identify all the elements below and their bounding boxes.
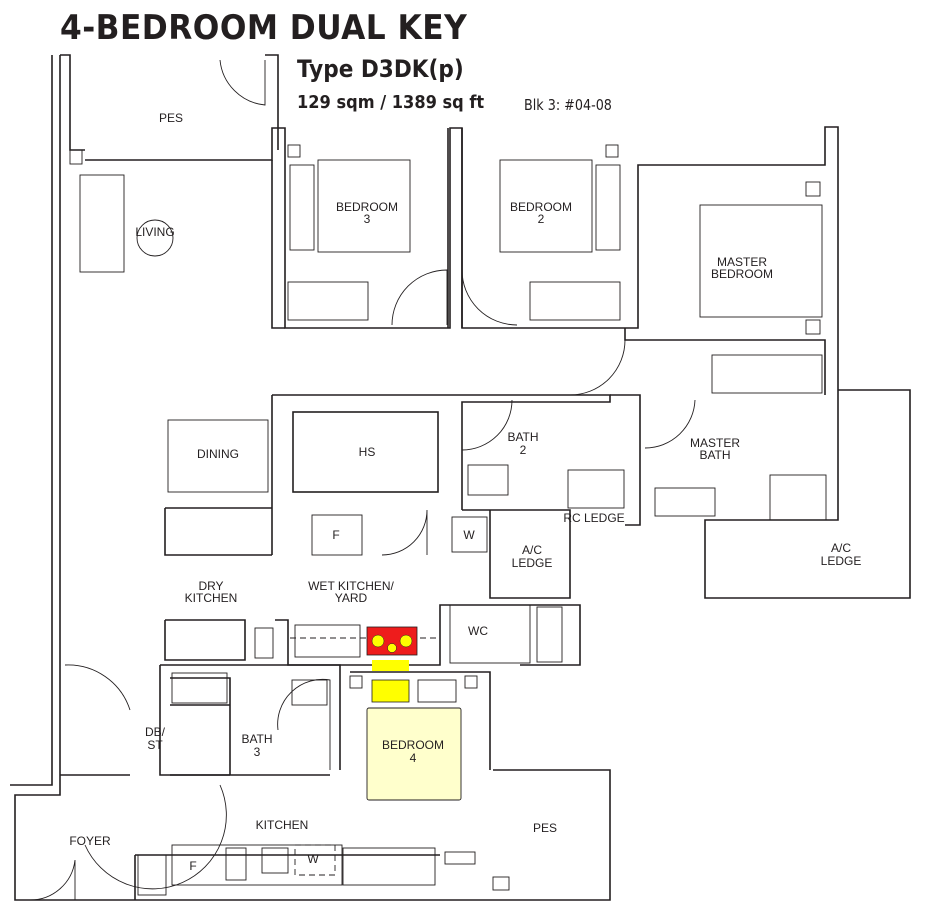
basin-bath2 xyxy=(467,464,509,496)
side-tables-3 xyxy=(289,164,315,251)
label-bedroom3: BEDROOM xyxy=(336,200,398,214)
label-bath2: BATH xyxy=(507,430,538,444)
furniture xyxy=(69,144,827,896)
side-table-4 xyxy=(417,679,457,703)
label-foyer: FOYER xyxy=(69,834,111,848)
label-bedroom2: BEDROOM xyxy=(510,200,572,214)
yellow-table xyxy=(371,679,410,703)
label-dry-kitchen-2: KITCHEN xyxy=(185,591,238,605)
washer-wet xyxy=(451,516,488,553)
label-bedroom2-num: 2 xyxy=(538,212,545,226)
burner-icon xyxy=(387,643,397,653)
unit-type: Type D3DK(p) xyxy=(297,55,464,83)
bed-3 xyxy=(317,159,411,253)
label-rc-ledge: RC LEDGE xyxy=(563,511,624,525)
aircon-icon xyxy=(287,144,301,158)
bed-4 xyxy=(366,707,462,801)
aircon-icon xyxy=(349,675,363,689)
bed-2 xyxy=(499,159,593,253)
sofa xyxy=(79,174,125,273)
fridge-wet xyxy=(311,514,363,556)
doors xyxy=(29,59,696,901)
label-pes-top: PES xyxy=(159,111,183,125)
label-bedroom4: BEDROOM xyxy=(382,738,444,752)
label-dining: DINING xyxy=(197,447,239,461)
label-db-st-2: ST xyxy=(147,738,163,752)
label-bath3: BATH xyxy=(241,732,272,746)
unit-area: 129 sqm / 1389 sq ft xyxy=(297,92,485,113)
shower-master-bath xyxy=(769,474,827,521)
wardrobe-kitchen xyxy=(342,847,436,886)
label-bath3-num: 3 xyxy=(254,745,261,759)
hob-kitchen xyxy=(225,847,247,881)
label-kitchen: KITCHEN xyxy=(256,818,309,832)
shower-wc xyxy=(536,606,563,663)
master-bed xyxy=(699,204,823,318)
label-bath2-num: 2 xyxy=(520,443,527,457)
aircon-icon xyxy=(805,181,821,197)
label-fridge-wet: F xyxy=(332,528,339,542)
shower-dry xyxy=(254,627,274,659)
label-wet-kitchen-1: WET KITCHEN/ xyxy=(308,579,394,593)
label-master-bath-1: MASTER xyxy=(690,436,740,450)
label-hs: HS xyxy=(359,445,376,459)
shower-bath3 xyxy=(171,672,228,704)
label-ac-ledge-right-2: LEDGE xyxy=(821,554,862,568)
label-wet-kitchen-2: YARD xyxy=(335,591,368,605)
kitchen-counter xyxy=(171,844,343,886)
wc-room xyxy=(449,604,531,664)
aircon-icon xyxy=(605,144,619,158)
label-washer-kitchen: W xyxy=(307,852,319,866)
master-wardrobe xyxy=(711,354,823,394)
burner-icon xyxy=(371,634,385,648)
block-unit: Blk 3: #04-08 xyxy=(524,96,612,114)
label-ac-ledge-mid-2: LEDGE xyxy=(512,556,553,570)
basin-master-bath xyxy=(654,487,716,517)
label-fridge-kitchen: F xyxy=(189,859,196,873)
label-db-st-1: DB/ xyxy=(145,725,166,739)
household-shelter xyxy=(292,411,439,493)
washer-kitchen xyxy=(294,844,336,876)
sink-wet xyxy=(294,624,361,658)
plan-title: 4-BEDROOM DUAL KEY xyxy=(60,8,468,48)
sink-kitchen xyxy=(261,847,289,874)
shelf xyxy=(444,851,476,865)
living-table xyxy=(136,219,174,257)
side-tables-2 xyxy=(595,164,621,251)
label-bedroom4-num: 4 xyxy=(410,751,417,765)
aircon-icon xyxy=(492,876,510,891)
label-pes-bottom: PES xyxy=(533,821,557,835)
label-wc: WC xyxy=(468,624,488,638)
shower-bath2 xyxy=(567,469,625,509)
label-living: LIVING xyxy=(135,225,174,239)
aircon-icon xyxy=(464,675,478,689)
wardrobe-3 xyxy=(287,281,369,321)
basin-bath3 xyxy=(291,679,328,706)
label-master-bedroom-1: MASTER xyxy=(717,255,767,269)
aircon-icon xyxy=(69,149,83,165)
label-ac-ledge-mid-1: A/C xyxy=(522,543,542,557)
wardrobe-2 xyxy=(529,281,621,321)
label-bedroom3-num: 3 xyxy=(364,212,371,226)
shower-foyer xyxy=(137,854,167,896)
burner-icon xyxy=(399,634,413,648)
label-dry-kitchen-1: DRY xyxy=(198,579,223,593)
label-master-bedroom-2: BEDROOM xyxy=(711,267,773,281)
label-ac-ledge-right-1: A/C xyxy=(831,541,851,555)
room-labels: PES LIVING BEDROOM 3 BEDROOM 2 MASTER BE… xyxy=(69,111,861,873)
label-master-bath-2: BATH xyxy=(699,448,730,462)
aircon-icon xyxy=(805,319,821,335)
label-washer-wet: W xyxy=(463,528,475,542)
yellow-highlight xyxy=(372,660,409,671)
dining-table xyxy=(167,419,269,493)
